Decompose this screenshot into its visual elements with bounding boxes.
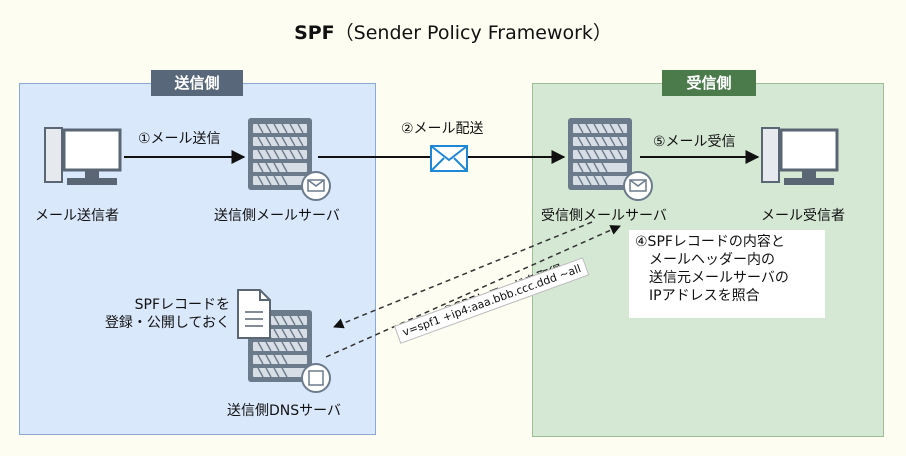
publish-note: SPFレコードを 登録・公開しておく bbox=[100, 296, 230, 332]
diagram-title: SPF（Sender Policy Framework） bbox=[0, 18, 906, 45]
sender-server-icon bbox=[247, 117, 331, 201]
receiver-pc-icon bbox=[760, 126, 839, 187]
step2-label: ②メール配送 bbox=[401, 121, 484, 137]
document-icon bbox=[237, 289, 271, 339]
step5-label: ⑤メール受信 bbox=[653, 134, 736, 150]
sender-zone-label: 送信側 bbox=[151, 70, 243, 96]
step4-line: メールヘッダー内の bbox=[649, 252, 775, 268]
title-rest: （Sender Policy Framework） bbox=[334, 22, 612, 44]
sender-pc-icon bbox=[43, 126, 122, 187]
receiver-server-icon bbox=[567, 117, 653, 201]
publish-line: 登録・公開しておく bbox=[104, 315, 230, 331]
dns-server-icon bbox=[247, 309, 331, 393]
mail-sender-label: メール送信者 bbox=[35, 208, 119, 224]
step4-line: ④SPFレコードの内容と bbox=[635, 234, 785, 250]
arrow-dns-query bbox=[333, 221, 593, 329]
step4-line: 送信元メールサーバの bbox=[649, 270, 789, 286]
publish-line: SPFレコードを bbox=[134, 297, 230, 313]
step1-label: ①メール送信 bbox=[138, 131, 221, 147]
mail-receiver-label: メール受信者 bbox=[761, 208, 845, 224]
envelope-icon bbox=[430, 145, 468, 172]
step4-line: IPアドレスを照合 bbox=[649, 288, 760, 304]
receiver-zone-label: 受信側 bbox=[662, 70, 756, 96]
step4-note: ④SPFレコードの内容と メールヘッダー内の 送信元メールサーバの IPアドレス… bbox=[629, 230, 825, 318]
sender-mail-server-label: 送信側メールサーバ bbox=[214, 208, 340, 224]
title-bold: SPF bbox=[294, 22, 335, 44]
dns-server-label: 送信側DNSサーバ bbox=[227, 403, 341, 419]
receiver-mail-server-label: 受信側メールサーバ bbox=[541, 208, 667, 224]
